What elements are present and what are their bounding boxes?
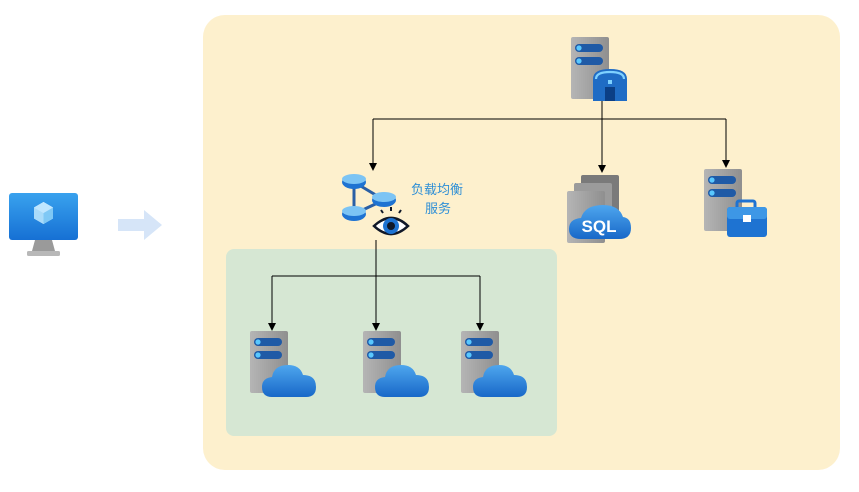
lb-connectors: [268, 240, 484, 331]
sql-server-icon[interactable]: SQL: [567, 175, 631, 243]
eye-icon: [372, 207, 410, 236]
load-balancer-label: 负载均衡 服务: [411, 183, 467, 217]
server-with-home-icon[interactable]: [571, 37, 627, 101]
virtual-machine-monitor-icon[interactable]: [9, 193, 78, 256]
top-connectors: [369, 101, 730, 173]
right-arrow-icon: [118, 210, 162, 240]
sql-badge-text: SQL: [582, 217, 617, 236]
load-balancer-with-eye-icon[interactable]: [342, 174, 410, 236]
load-balancer-label-line2: 服务: [425, 201, 451, 217]
load-balancer-label-line1: 负载均衡: [411, 183, 463, 198]
server-with-toolbox-icon[interactable]: [704, 169, 767, 237]
